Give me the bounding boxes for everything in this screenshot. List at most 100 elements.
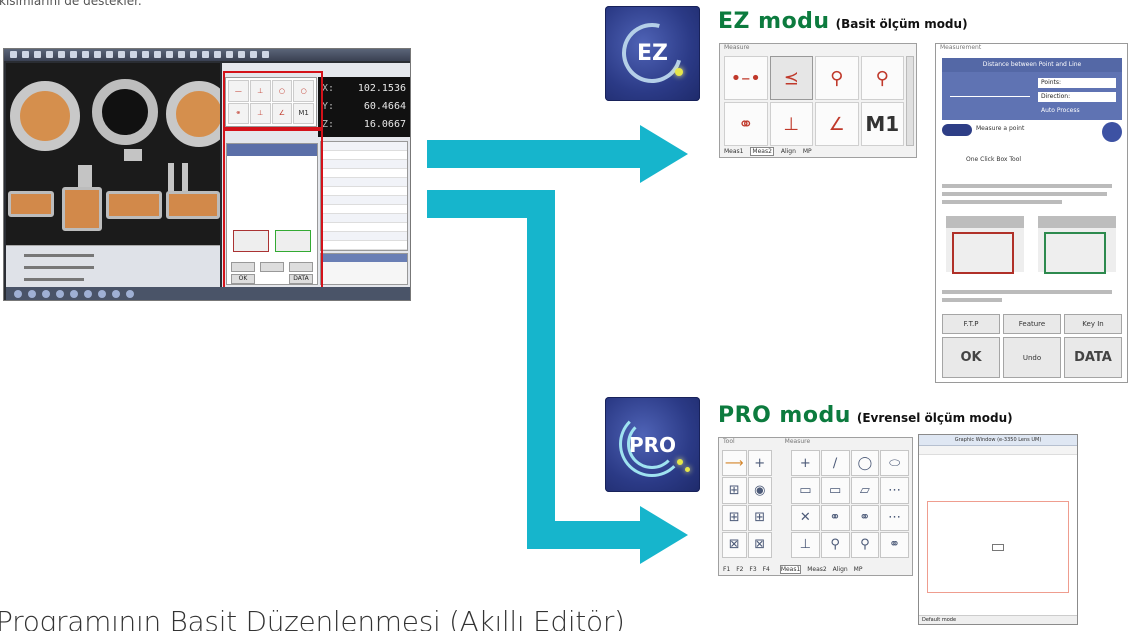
grid-tool-icon[interactable]: ⊞ <box>722 504 747 531</box>
circle-pair-icon[interactable]: ⚭ <box>850 504 880 531</box>
step-badge <box>942 124 972 136</box>
palette-scrollbar[interactable] <box>906 56 914 146</box>
pro-mode-icon: PRO <box>605 397 700 492</box>
tool-text: One Click Box Tool <box>966 156 1022 163</box>
tab-f3[interactable]: F3 <box>749 566 757 573</box>
tab-mp[interactable]: MP <box>853 566 863 573</box>
pad-square <box>166 191 220 219</box>
circle-circle-icon[interactable]: ⚭ <box>880 531 909 558</box>
graphic-canvas[interactable] <box>927 501 1069 593</box>
step-text: Measure a point <box>976 125 1025 132</box>
rectangle-icon[interactable]: ▭ <box>791 477 820 504</box>
graphic-window-toolbar[interactable] <box>919 446 1077 455</box>
perpendicular-icon[interactable]: ⪯ <box>769 56 813 100</box>
pad-ring <box>10 81 80 151</box>
box-tool-icon[interactable]: ⊞ <box>722 477 747 504</box>
section-heading: Programının Basit Düzenlenmesi (Akıllı E… <box>0 605 625 631</box>
pad-square <box>106 191 162 219</box>
crosshair-tool-icon[interactable]: + <box>747 450 772 477</box>
mini-tool-palette: —⊥○○ ⚭⊥∠M1 <box>225 77 317 127</box>
undo-button[interactable]: Undo <box>1003 337 1061 378</box>
pin-2-icon[interactable]: ⚲ <box>850 531 880 558</box>
ez-mode-title: EZ modu(Basit ölçüm modu) <box>718 9 968 34</box>
ez-tool-palette: Measure •–• ⪯ ⚲ ⚲ ⚭ ⊥ ∠ M1 Meas1 Meas2 A… <box>719 43 917 158</box>
points-field[interactable]: Points: <box>1038 78 1116 88</box>
result-list <box>320 141 408 251</box>
graphic-window: Graphic Window (e-3350 Lens UM) Default … <box>918 434 1078 625</box>
feature-button[interactable]: Feature <box>1003 314 1061 335</box>
tab-meas2[interactable]: Meas2 <box>807 566 827 573</box>
slot-icon[interactable]: ▭ <box>820 477 850 504</box>
guide-buttons: F.T.P Feature Key In OK Undo DATA <box>942 314 1122 378</box>
pro-palette-tabs: F1 F2 F3 F4 Meas1 Meas2 Align MP <box>723 565 866 574</box>
pin-icon[interactable]: ⚲ <box>820 531 850 558</box>
ellipse-icon[interactable]: ⬭ <box>880 450 909 477</box>
measurement-side-panel: —⊥○○ ⚭⊥∠M1 X:102.1536 Y:60.4664 Z:16.066… <box>222 63 410 287</box>
tangent-icon[interactable]: ⚭ <box>820 504 850 531</box>
angle-icon[interactable]: ∠ <box>815 102 859 146</box>
x-box-tool-2-icon[interactable]: ⊠ <box>747 531 772 558</box>
tab-meas1[interactable]: Meas1 <box>724 148 744 155</box>
coordinate-readout: X:102.1536 Y:60.4664 Z:16.0667 <box>318 77 410 137</box>
tab-f1[interactable]: F1 <box>723 566 731 573</box>
pad-ring <box>166 81 220 147</box>
dimension-icon[interactable]: ⋯ <box>880 504 909 531</box>
edge-figure-1 <box>946 216 1024 274</box>
result-table <box>320 253 408 285</box>
edge-figure-2 <box>1038 216 1116 274</box>
status-bar: Default mode <box>919 615 1077 624</box>
direction-field[interactable]: Direction: <box>1038 92 1116 102</box>
m1-tool-button[interactable]: M1 <box>860 102 904 146</box>
pro-mode-title: PRO modu(Evrensel ölçüm modu) <box>718 403 1013 428</box>
pad-square <box>62 187 102 231</box>
ez-mode-icon: EZ <box>605 6 700 101</box>
timer-icon <box>1102 122 1122 142</box>
intro-text: kısımlarını de destekler. <box>0 0 142 8</box>
tool-highlight-box <box>223 71 323 129</box>
point-icon[interactable]: + <box>791 450 820 477</box>
circle-point-2-icon[interactable]: ⚲ <box>860 56 904 100</box>
main-software-screenshot: —⊥○○ ⚭⊥∠M1 X:102.1536 Y:60.4664 Z:16.066… <box>3 48 411 301</box>
tab-f2[interactable]: F2 <box>736 566 744 573</box>
arrow-to-pro <box>427 190 688 564</box>
line-icon[interactable]: ∕ <box>820 450 850 477</box>
circle-tool-icon[interactable]: ◉ <box>747 477 772 504</box>
guide-preview: Points: Direction: Auto Process <box>942 72 1122 120</box>
tab-align[interactable]: Align <box>780 148 796 155</box>
main-toolbar <box>4 49 410 61</box>
ok-button[interactable]: OK <box>942 337 1000 378</box>
distance-icon[interactable]: ⋯ <box>880 477 909 504</box>
circle-circle-icon[interactable]: ⚭ <box>724 102 768 146</box>
arrow-tool-icon[interactable]: ⟶ <box>722 450 747 477</box>
angle-base-icon[interactable]: ⊥ <box>769 102 813 146</box>
point-to-point-icon[interactable]: •–• <box>724 56 768 100</box>
mini-guide-panel: OK DATA <box>226 143 318 285</box>
x-box-tool-icon[interactable]: ⊠ <box>722 531 747 558</box>
key-in-button[interactable]: Key In <box>1064 314 1122 335</box>
circle-point-icon[interactable]: ⚲ <box>815 56 859 100</box>
tab-align[interactable]: Align <box>832 566 848 573</box>
parallelogram-icon[interactable]: ▱ <box>850 477 880 504</box>
guide-header: Distance between Point and Line <box>942 58 1122 72</box>
tab-meas1[interactable]: Meas1 <box>779 565 802 574</box>
graphic-window-title: Graphic Window (e-3350 Lens UM) <box>919 435 1077 446</box>
bottom-toolbar <box>6 287 410 300</box>
arrow-to-ez <box>427 125 688 183</box>
light-control-panel <box>6 245 220 287</box>
ez-palette-tabs: Meas1 Meas2 Align MP <box>724 147 817 156</box>
ez-guide-panel: Measurement Distance between Point and L… <box>935 43 1128 383</box>
tab-f4[interactable]: F4 <box>762 566 770 573</box>
perpendicular-icon[interactable]: ⊥ <box>791 531 820 558</box>
pad-square <box>8 191 54 217</box>
tab-meas2[interactable]: Meas2 <box>750 147 774 156</box>
grid-tool-2-icon[interactable]: ⊞ <box>747 504 772 531</box>
intersection-icon[interactable]: ✕ <box>791 504 820 531</box>
auto-process-checkbox[interactable]: Auto Process <box>1041 107 1080 114</box>
data-button[interactable]: DATA <box>1064 337 1122 378</box>
tab-mp[interactable]: MP <box>802 148 812 155</box>
circle-icon[interactable]: ◯ <box>850 450 880 477</box>
pad-ring <box>92 79 158 145</box>
ftp-button[interactable]: F.T.P <box>942 314 1000 335</box>
